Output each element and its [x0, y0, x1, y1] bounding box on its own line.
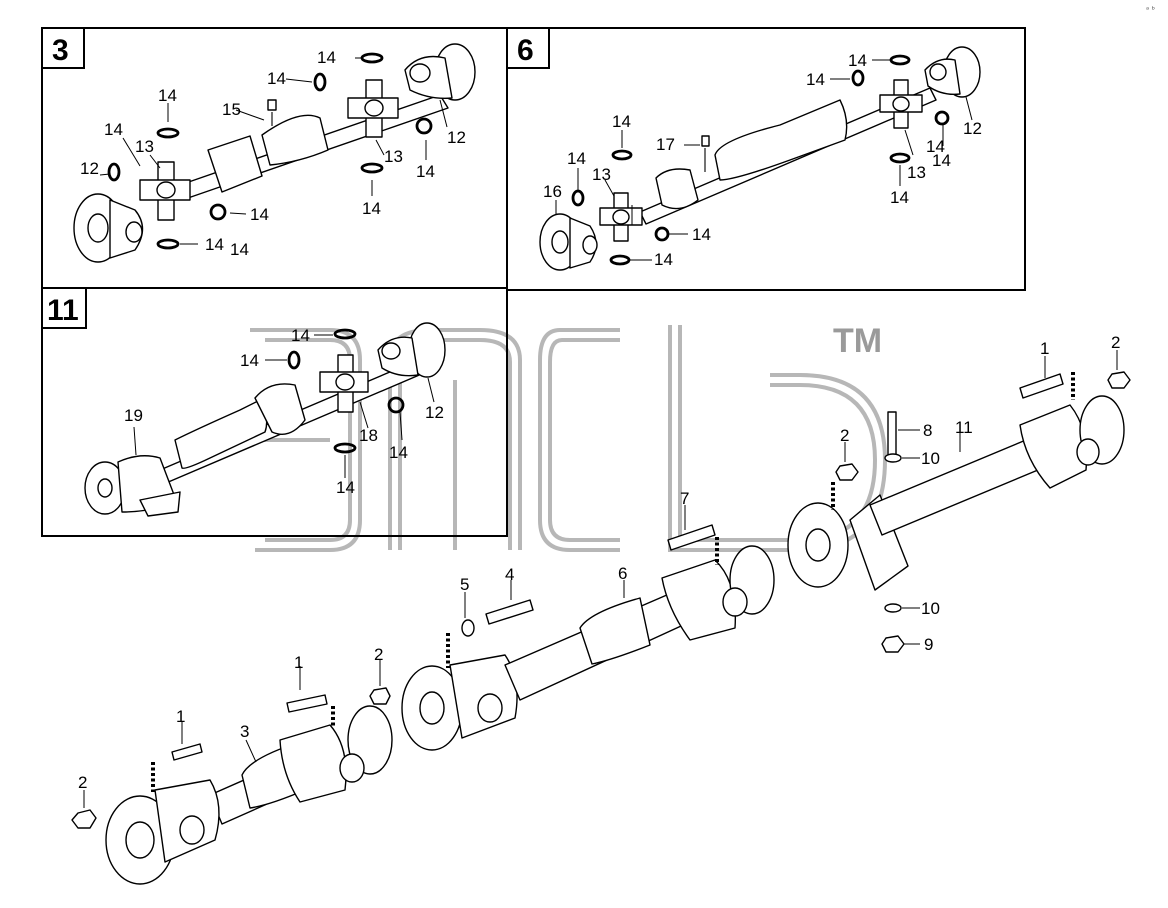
box3-callout: 12 [447, 128, 466, 147]
box6-callout: 14 [926, 137, 945, 156]
box3-callout: 14 [250, 205, 269, 224]
box3-callout: 13 [135, 137, 154, 156]
box11-callout: 19 [124, 406, 143, 425]
main-callout: 1 [1040, 339, 1049, 358]
main-callout: 1 [294, 653, 303, 672]
box11-callout: 14 [240, 351, 259, 370]
box3-callout: 14 [104, 120, 123, 139]
main-callout: 3 [240, 722, 249, 741]
box6-callout: 14 [612, 112, 631, 131]
box3-callout: 14 [158, 86, 177, 105]
box11-callout: 14 [291, 326, 310, 345]
main-callout: 10 [921, 449, 940, 468]
box3-callout: 15 [222, 100, 241, 119]
trademark-text: TM [833, 322, 882, 360]
inset-box-6: 6 [506, 27, 1026, 291]
main-callout: 11 [955, 418, 973, 437]
box6-callout: 13 [907, 163, 926, 182]
box3-callout: 14 [230, 240, 249, 259]
box6-callout: 14 [806, 70, 825, 89]
main-callout: 6 [618, 564, 627, 583]
box6-callout: 14 [848, 51, 867, 70]
box11-callout: 18 [359, 426, 378, 445]
watermark-logo: TM [250, 322, 888, 552]
box6-callout: 13 [592, 165, 611, 184]
main-callout: 2 [78, 773, 87, 792]
main-callout: 4 [505, 565, 514, 584]
box11-callout: 12 [425, 403, 444, 422]
box6-callout: 12 [963, 119, 982, 138]
box6-callout: 14 [692, 225, 711, 244]
box3-callout: 12 [80, 159, 99, 178]
box3-callout: 14 [317, 48, 336, 67]
main-callouts: 1 2 11 8 10 2 7 10 9 6 5 4 1 2 1 3 2 [78, 333, 1120, 792]
main-callout: 1 [176, 707, 185, 726]
corner-mark: ᵃ ᵇ [1146, 5, 1155, 14]
box11-callout: 14 [336, 478, 355, 497]
box6-callouts: 14 14 12 14 17 14 13 14 16 13 14 14 14 1… [543, 51, 982, 269]
main-callout: 10 [921, 599, 940, 618]
box3-callouts: 14 14 15 14 12 13 14 14 14 13 14 12 14 1… [80, 48, 466, 259]
main-callout: 8 [923, 421, 932, 440]
box3-callout: 14 [205, 235, 224, 254]
box6-callout: 14 [654, 250, 673, 269]
box3-callout: 13 [384, 147, 403, 166]
box11-drive-shaft-drawing [84, 322, 446, 517]
inset-box-11-label: 11 [47, 294, 79, 327]
inset-box-11: 11 [41, 287, 508, 537]
main-callout: 7 [680, 489, 689, 508]
box3-drive-shaft-drawing [73, 43, 476, 263]
main-drive-shaft-assembly [71, 350, 1131, 885]
box11-callouts: 14 14 12 19 18 14 14 [124, 326, 444, 497]
box3-callout: 14 [362, 199, 381, 218]
box3-callout: 14 [267, 69, 286, 88]
box6-callout: 14 [932, 151, 951, 170]
box3-callout: 14 [416, 162, 435, 181]
box11-callout: 14 [389, 443, 408, 462]
main-callout: 9 [924, 635, 933, 654]
main-callout: 5 [460, 575, 469, 594]
box6-callout: 16 [543, 182, 562, 201]
main-callout: 2 [1111, 333, 1120, 352]
main-callout: 2 [840, 426, 849, 445]
box6-callout: 14 [890, 188, 909, 207]
main-callout: 2 [374, 645, 383, 664]
box6-callout: 14 [567, 149, 586, 168]
inset-box-3-label: 3 [52, 34, 69, 67]
box6-drive-shaft-drawing [539, 46, 981, 271]
box6-callout: 17 [656, 135, 675, 154]
inset-box-6-label: 6 [517, 34, 534, 67]
